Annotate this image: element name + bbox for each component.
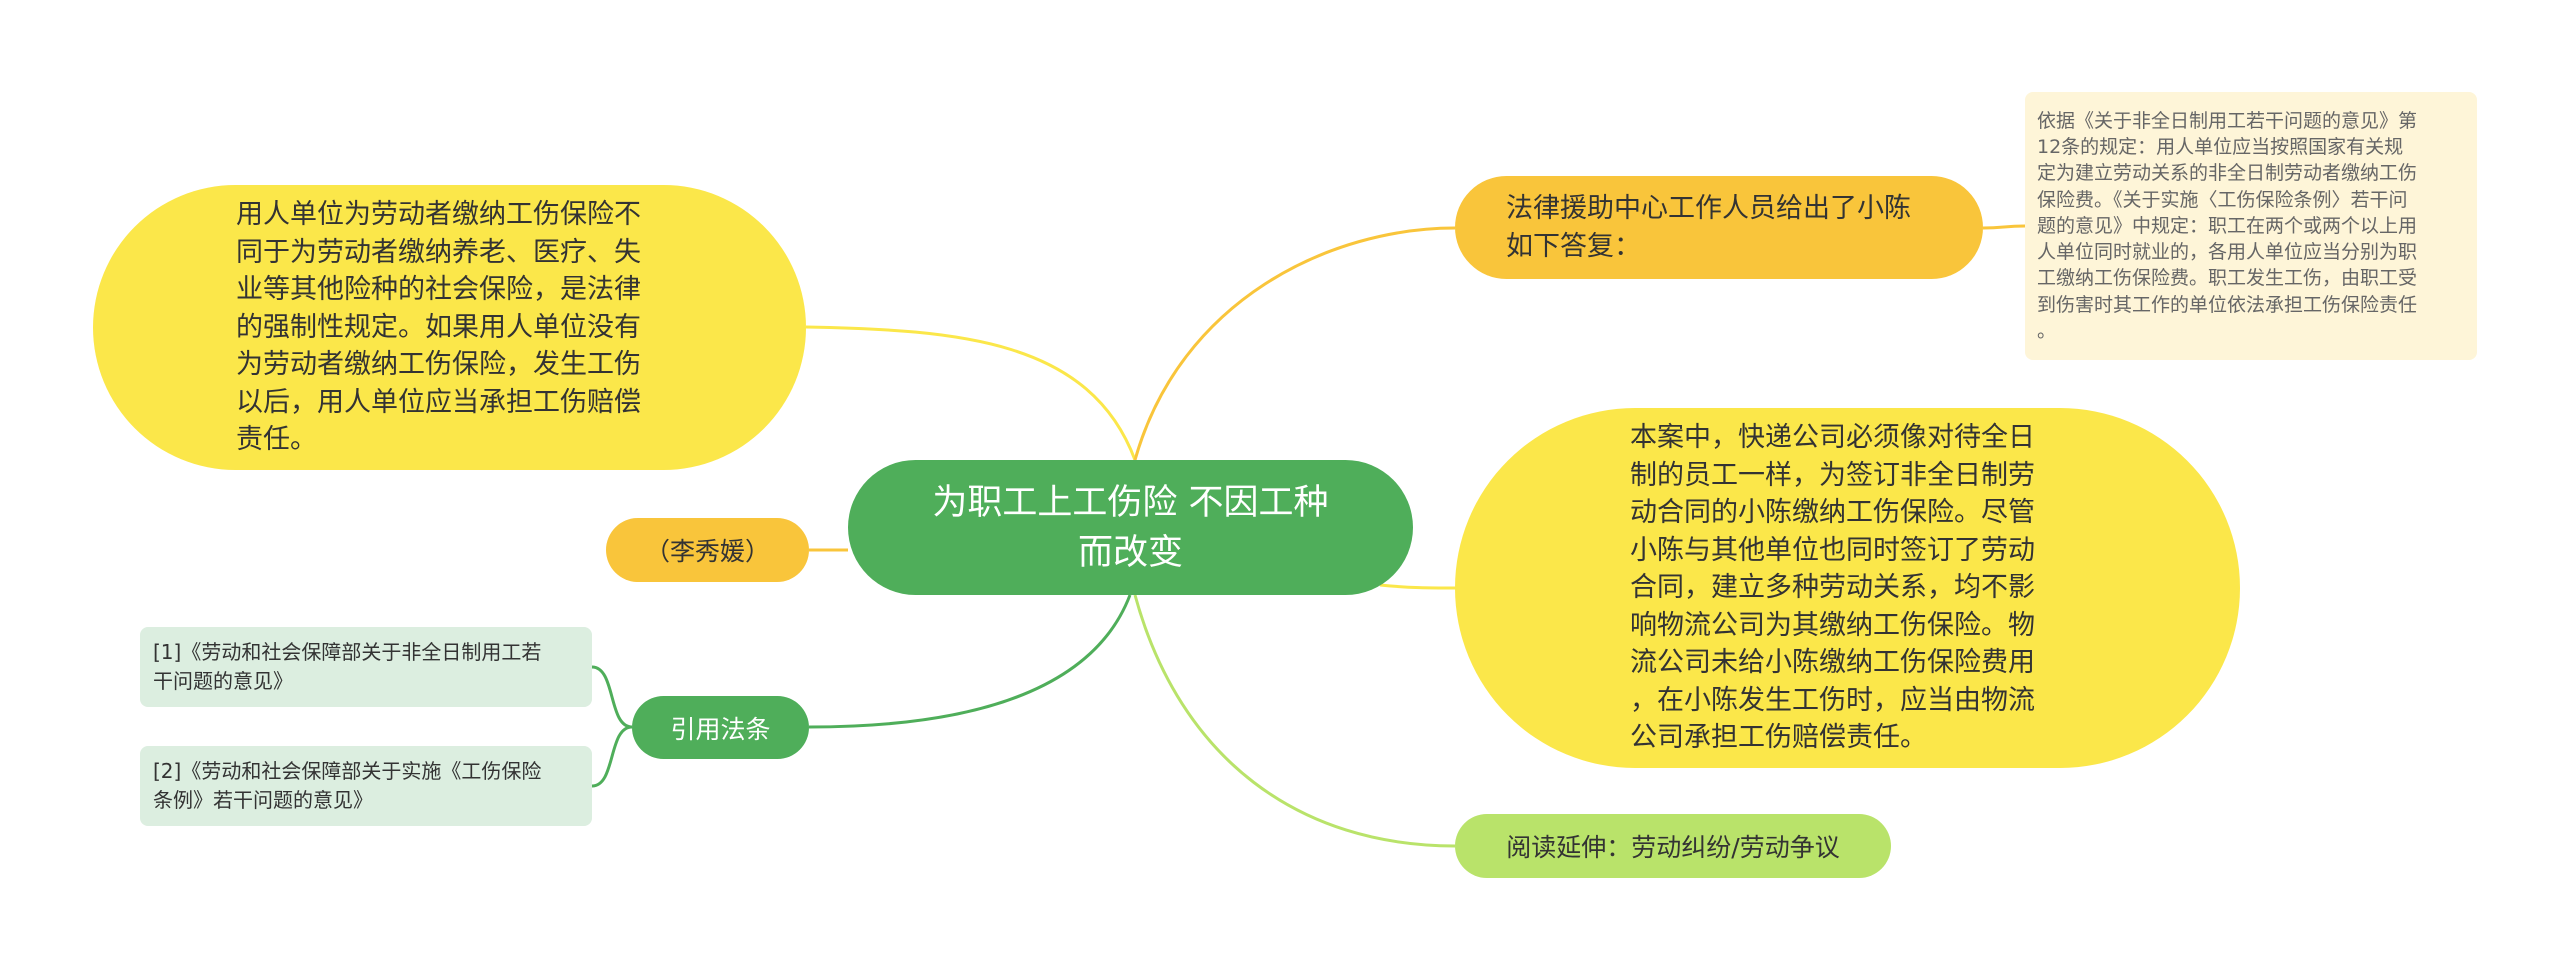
citations-branch-label: 引用法条 [670, 714, 771, 744]
edge-citations-to-cite-1 [591, 665, 633, 729]
citation-item[interactable]: [1]《劳动和社会保障部关于非全日制用工若 干问题的意见》 [140, 627, 592, 707]
edge-reply-to-law-note [1982, 224, 2026, 230]
edge-center-to-case [1379, 583, 1456, 590]
edge-center-to-further [1133, 594, 1456, 848]
legal-aid-reply-node[interactable]: 法律援助中心工作人员给出了小陈 如下答复： [1455, 176, 1983, 279]
citation-text: [2]《劳动和社会保障部关于实施《工伤保险 条例》若干问题的意见》 [153, 759, 542, 812]
author-node[interactable]: （李秀媛） [606, 518, 809, 582]
regulation-note[interactable]: 依据《关于非全日制用工若干问题的意见》第 12条的规定：用人单位应当按照国家有关… [2025, 92, 2477, 360]
citations-branch-node[interactable]: 引用法条 [632, 696, 809, 759]
central-topic-node[interactable]: 为职工上工伤险 不因工种 而改变 [848, 460, 1413, 595]
citation-item[interactable]: [2]《劳动和社会保障部关于实施《工伤保险 条例》若干问题的意见》 [140, 746, 592, 826]
regulation-note-text: 依据《关于非全日制用工若干问题的意见》第 12条的规定：用人单位应当按照国家有关… [2037, 109, 2418, 343]
legal-aid-reply-label: 法律援助中心工作人员给出了小陈 如下答复： [1506, 192, 1911, 262]
case-analysis-node[interactable]: 本案中，快递公司必须像对待全日 制的员工一样，为签订非全日制劳 动合同的小陈缴纳… [1455, 408, 2240, 768]
legal-explanation-node[interactable]: 用人单位为劳动者缴纳工伤保险不 同于为劳动者缴纳养老、医疗、失 业等其他险种的社… [93, 185, 806, 470]
edge-center-to-citations [808, 594, 1132, 729]
case-analysis-text: 本案中，快递公司必须像对待全日 制的员工一样，为签订非全日制劳 动合同的小陈缴纳… [1630, 422, 2035, 754]
edge-citations-to-cite-2 [591, 725, 633, 788]
edge-center-to-reply [1133, 226, 1456, 461]
central-topic-label: 为职工上工伤险 不因工种 而改变 [932, 482, 1329, 573]
edge-center-to-left-note [805, 325, 1137, 461]
citation-text: [1]《劳动和社会保障部关于非全日制用工若 干问题的意见》 [153, 640, 542, 693]
further-reading-node[interactable]: 阅读延伸：劳动纠纷/劳动争议 [1455, 814, 1891, 878]
author-label: （李秀媛） [644, 537, 770, 566]
further-reading-label: 阅读延伸：劳动纠纷/劳动争议 [1506, 833, 1840, 862]
legal-explanation-text: 用人单位为劳动者缴纳工伤保险不 同于为劳动者缴纳养老、医疗、失 业等其他险种的社… [236, 199, 641, 456]
